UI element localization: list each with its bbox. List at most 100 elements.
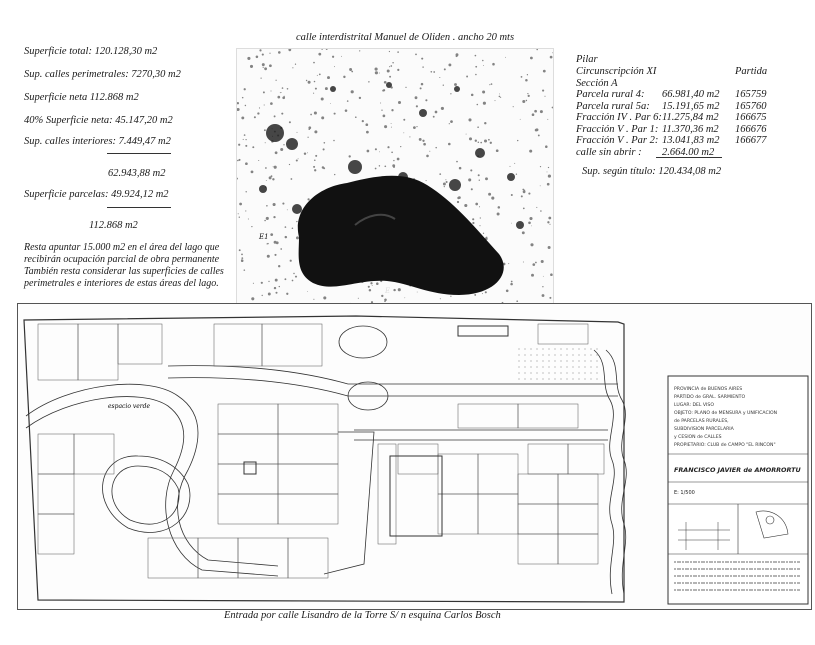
photo-speckle xyxy=(464,203,468,208)
total: 112.868 m2 xyxy=(89,220,138,231)
photo-speckle xyxy=(325,49,328,50)
title-block-line: PARTIDO de GRAL. SARMIENTO xyxy=(674,394,745,400)
photo-speckle xyxy=(404,297,406,299)
photo-speckle xyxy=(547,118,549,120)
photo-speckle xyxy=(288,49,292,52)
parcel-lot xyxy=(37,323,79,381)
photo-speckle xyxy=(245,162,248,166)
photo-speckle xyxy=(539,185,541,187)
photo-speckle xyxy=(528,221,531,225)
photo-speckle xyxy=(374,167,377,170)
photo-speckle xyxy=(547,246,551,249)
parcel-lot xyxy=(557,503,599,535)
photo-speckle xyxy=(286,209,288,211)
photo-speckle xyxy=(255,55,259,59)
divider xyxy=(656,157,722,158)
photo-speckle xyxy=(450,120,453,123)
parcel-row-value: 15.191,65 m2 xyxy=(662,100,720,112)
photo-speckle xyxy=(261,53,264,56)
photo-speckle xyxy=(265,167,267,169)
photo-speckle xyxy=(321,166,325,169)
photo-speckle xyxy=(492,62,495,66)
photo-speckle xyxy=(534,128,538,132)
photo-speckle xyxy=(529,216,533,221)
photo-speckle xyxy=(439,173,442,175)
photo-speckle xyxy=(358,96,362,100)
photo-speckle xyxy=(522,190,526,194)
photo-speckle xyxy=(440,106,444,110)
photo-speckle xyxy=(529,149,533,153)
photo-speckle xyxy=(323,142,326,144)
photo-speckle xyxy=(540,259,544,264)
parcel-lot xyxy=(277,493,339,525)
photo-speckle xyxy=(499,93,500,95)
photo-speckle xyxy=(260,281,263,284)
photo-speckle xyxy=(539,110,543,114)
divider xyxy=(107,153,171,154)
photo-speckle xyxy=(434,110,438,114)
photo-speckle xyxy=(241,257,244,260)
photo-speckle xyxy=(245,191,247,193)
photo-speckle xyxy=(278,285,280,288)
photo-speckle xyxy=(266,254,270,258)
pilar-label: Pilar xyxy=(576,54,598,65)
photo-speckle xyxy=(291,227,294,230)
photo-speckle xyxy=(334,173,336,176)
parcel-lot xyxy=(237,537,289,579)
photo-speckle xyxy=(359,50,361,52)
photo-speckle xyxy=(505,56,506,58)
photo-speckle xyxy=(476,103,479,106)
photo-speckle xyxy=(296,220,298,223)
photo-speckle xyxy=(522,188,525,191)
photo-speckle xyxy=(280,91,282,94)
photo-speckle xyxy=(527,94,530,98)
photo-speckle xyxy=(384,125,388,129)
photo-speckle xyxy=(531,273,534,277)
photo-speckle xyxy=(540,210,542,212)
parcel-lot xyxy=(527,443,569,475)
photo-speckle xyxy=(397,68,400,72)
note-line: Resta apuntar 15.000 m2 en el área del l… xyxy=(24,242,220,253)
photo-speckle xyxy=(527,92,529,95)
photo-speckle xyxy=(321,49,323,50)
photo-speckle xyxy=(482,59,484,62)
photo-speckle xyxy=(264,67,268,71)
photo-speckle xyxy=(416,126,418,128)
photo-speckle xyxy=(450,93,452,95)
photo-speckle xyxy=(247,56,251,60)
parcel-lot xyxy=(437,493,479,535)
photo-speckle xyxy=(263,104,265,106)
parcel-row-partida: 165759 xyxy=(735,89,767,100)
photo-speckle xyxy=(389,75,392,78)
photo-speckle xyxy=(546,171,548,173)
title-block-line: SUBDIVISION PARCELARIA xyxy=(674,426,735,432)
photo-speckle xyxy=(508,263,510,265)
photo-speckle xyxy=(245,210,247,212)
photo-speckle xyxy=(273,240,277,244)
photo-speckle xyxy=(381,109,383,111)
title-block-line: de PARCELAS RURALES, xyxy=(674,418,729,424)
photo-speckle xyxy=(259,49,262,52)
photo-speckle xyxy=(333,112,336,115)
photo-speckle xyxy=(294,63,297,65)
parcel-row-value: 11.370,36 m2 xyxy=(662,123,719,135)
photo-speckle xyxy=(365,123,369,127)
parcel-lot xyxy=(517,533,559,565)
pct-neta: 40% Superficie neta: 45.147,20 m2 xyxy=(24,115,173,126)
title-block-line: PROPIETARIO: CLUB de CAMPO "EL RINCON" xyxy=(674,442,776,448)
photo-speckle xyxy=(367,285,370,288)
photo-speckle xyxy=(289,259,292,262)
parcel-row-label: calle sin abrir : xyxy=(576,146,642,158)
photo-speckle xyxy=(244,104,247,107)
photo-speckle xyxy=(272,166,274,168)
parcel-lot xyxy=(277,463,339,495)
photo-speckle xyxy=(284,235,288,239)
photo-speckle xyxy=(273,215,276,219)
photo-speckle xyxy=(389,66,391,68)
photo-speckle xyxy=(549,55,553,59)
photo-speckle xyxy=(425,99,428,102)
photo-speckle xyxy=(265,180,267,182)
photo-speckle xyxy=(237,102,240,105)
photo-speckle xyxy=(456,160,458,163)
parcel-lot xyxy=(217,493,279,525)
